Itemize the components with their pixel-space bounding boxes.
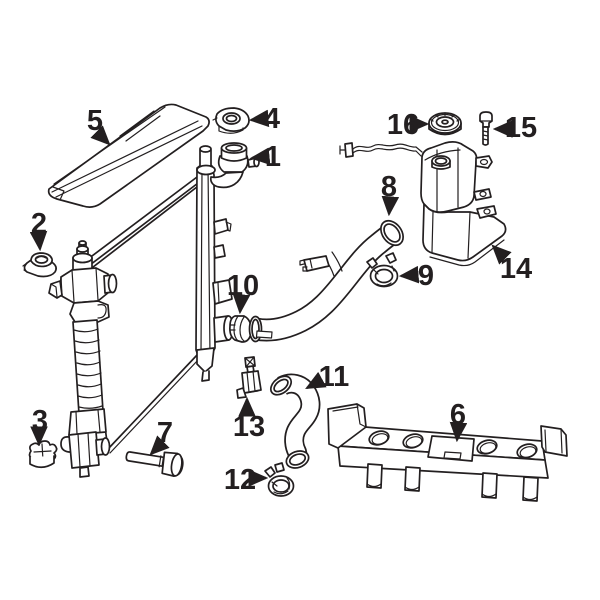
callout-4-label: 4 — [264, 103, 280, 135]
callout-4: 4 — [248, 103, 280, 135]
callout-1-label: 1 — [265, 141, 281, 173]
callout-15-label: 15 — [505, 112, 537, 144]
callout-11-label: 11 — [319, 361, 350, 393]
hose-clip-drawing — [229, 315, 252, 343]
isolator-grommet-drawing — [28, 440, 58, 469]
lower-crossmember-drawing — [327, 403, 568, 502]
callout-7-label: 7 — [157, 417, 173, 449]
callout-3: 3 — [30, 405, 48, 447]
callout-1: 1 — [249, 141, 281, 173]
callout-12: 12 — [224, 464, 269, 496]
callout-5-label: 5 — [87, 105, 103, 137]
upper-radiator-hose-drawing — [248, 219, 404, 343]
callout-9-label: 9 — [418, 260, 434, 292]
hose-clamp-9-drawing — [366, 252, 399, 288]
callout-6: 6 — [449, 399, 468, 443]
coolant-reservoir-drawing — [339, 141, 507, 267]
callout-10-label: 10 — [227, 270, 259, 302]
callout-13-label: 13 — [233, 411, 265, 443]
callout-5: 5 — [87, 105, 111, 146]
lower-radiator-hose-drawing — [269, 373, 321, 469]
bracket-clip-drawing — [236, 356, 262, 399]
callout-11: 11 — [305, 361, 350, 393]
reservoir-cap-drawing — [428, 112, 462, 136]
sight-shield-drawing — [47, 103, 210, 208]
callout-16: 16 — [387, 109, 430, 141]
callout-14-label: 14 — [500, 253, 532, 285]
callout-3-label: 3 — [32, 405, 48, 437]
callout-2: 2 — [29, 208, 48, 252]
callout-8-label: 8 — [381, 171, 397, 203]
callout-12-label: 12 — [224, 464, 256, 496]
bolt-drawing — [125, 451, 184, 477]
callout-6-label: 6 — [450, 399, 466, 431]
filler-neck-drawing — [209, 142, 260, 189]
callout-2-label: 2 — [31, 208, 47, 240]
callout-15: 15 — [492, 112, 537, 144]
callout-16-label: 16 — [387, 109, 419, 141]
hose-clamp-12-drawing — [264, 462, 295, 497]
mount-grommet-drawing — [22, 252, 57, 278]
callout-7: 7 — [149, 417, 173, 456]
callout-13: 13 — [233, 396, 265, 443]
radiator-drawing — [48, 145, 234, 478]
reservoir-bolt-drawing — [479, 111, 493, 146]
callout-10: 10 — [227, 270, 259, 315]
callout-14: 14 — [491, 244, 532, 285]
callout-8: 8 — [381, 171, 400, 217]
cap-nut-drawing — [212, 107, 250, 134]
callout-9: 9 — [398, 260, 434, 292]
